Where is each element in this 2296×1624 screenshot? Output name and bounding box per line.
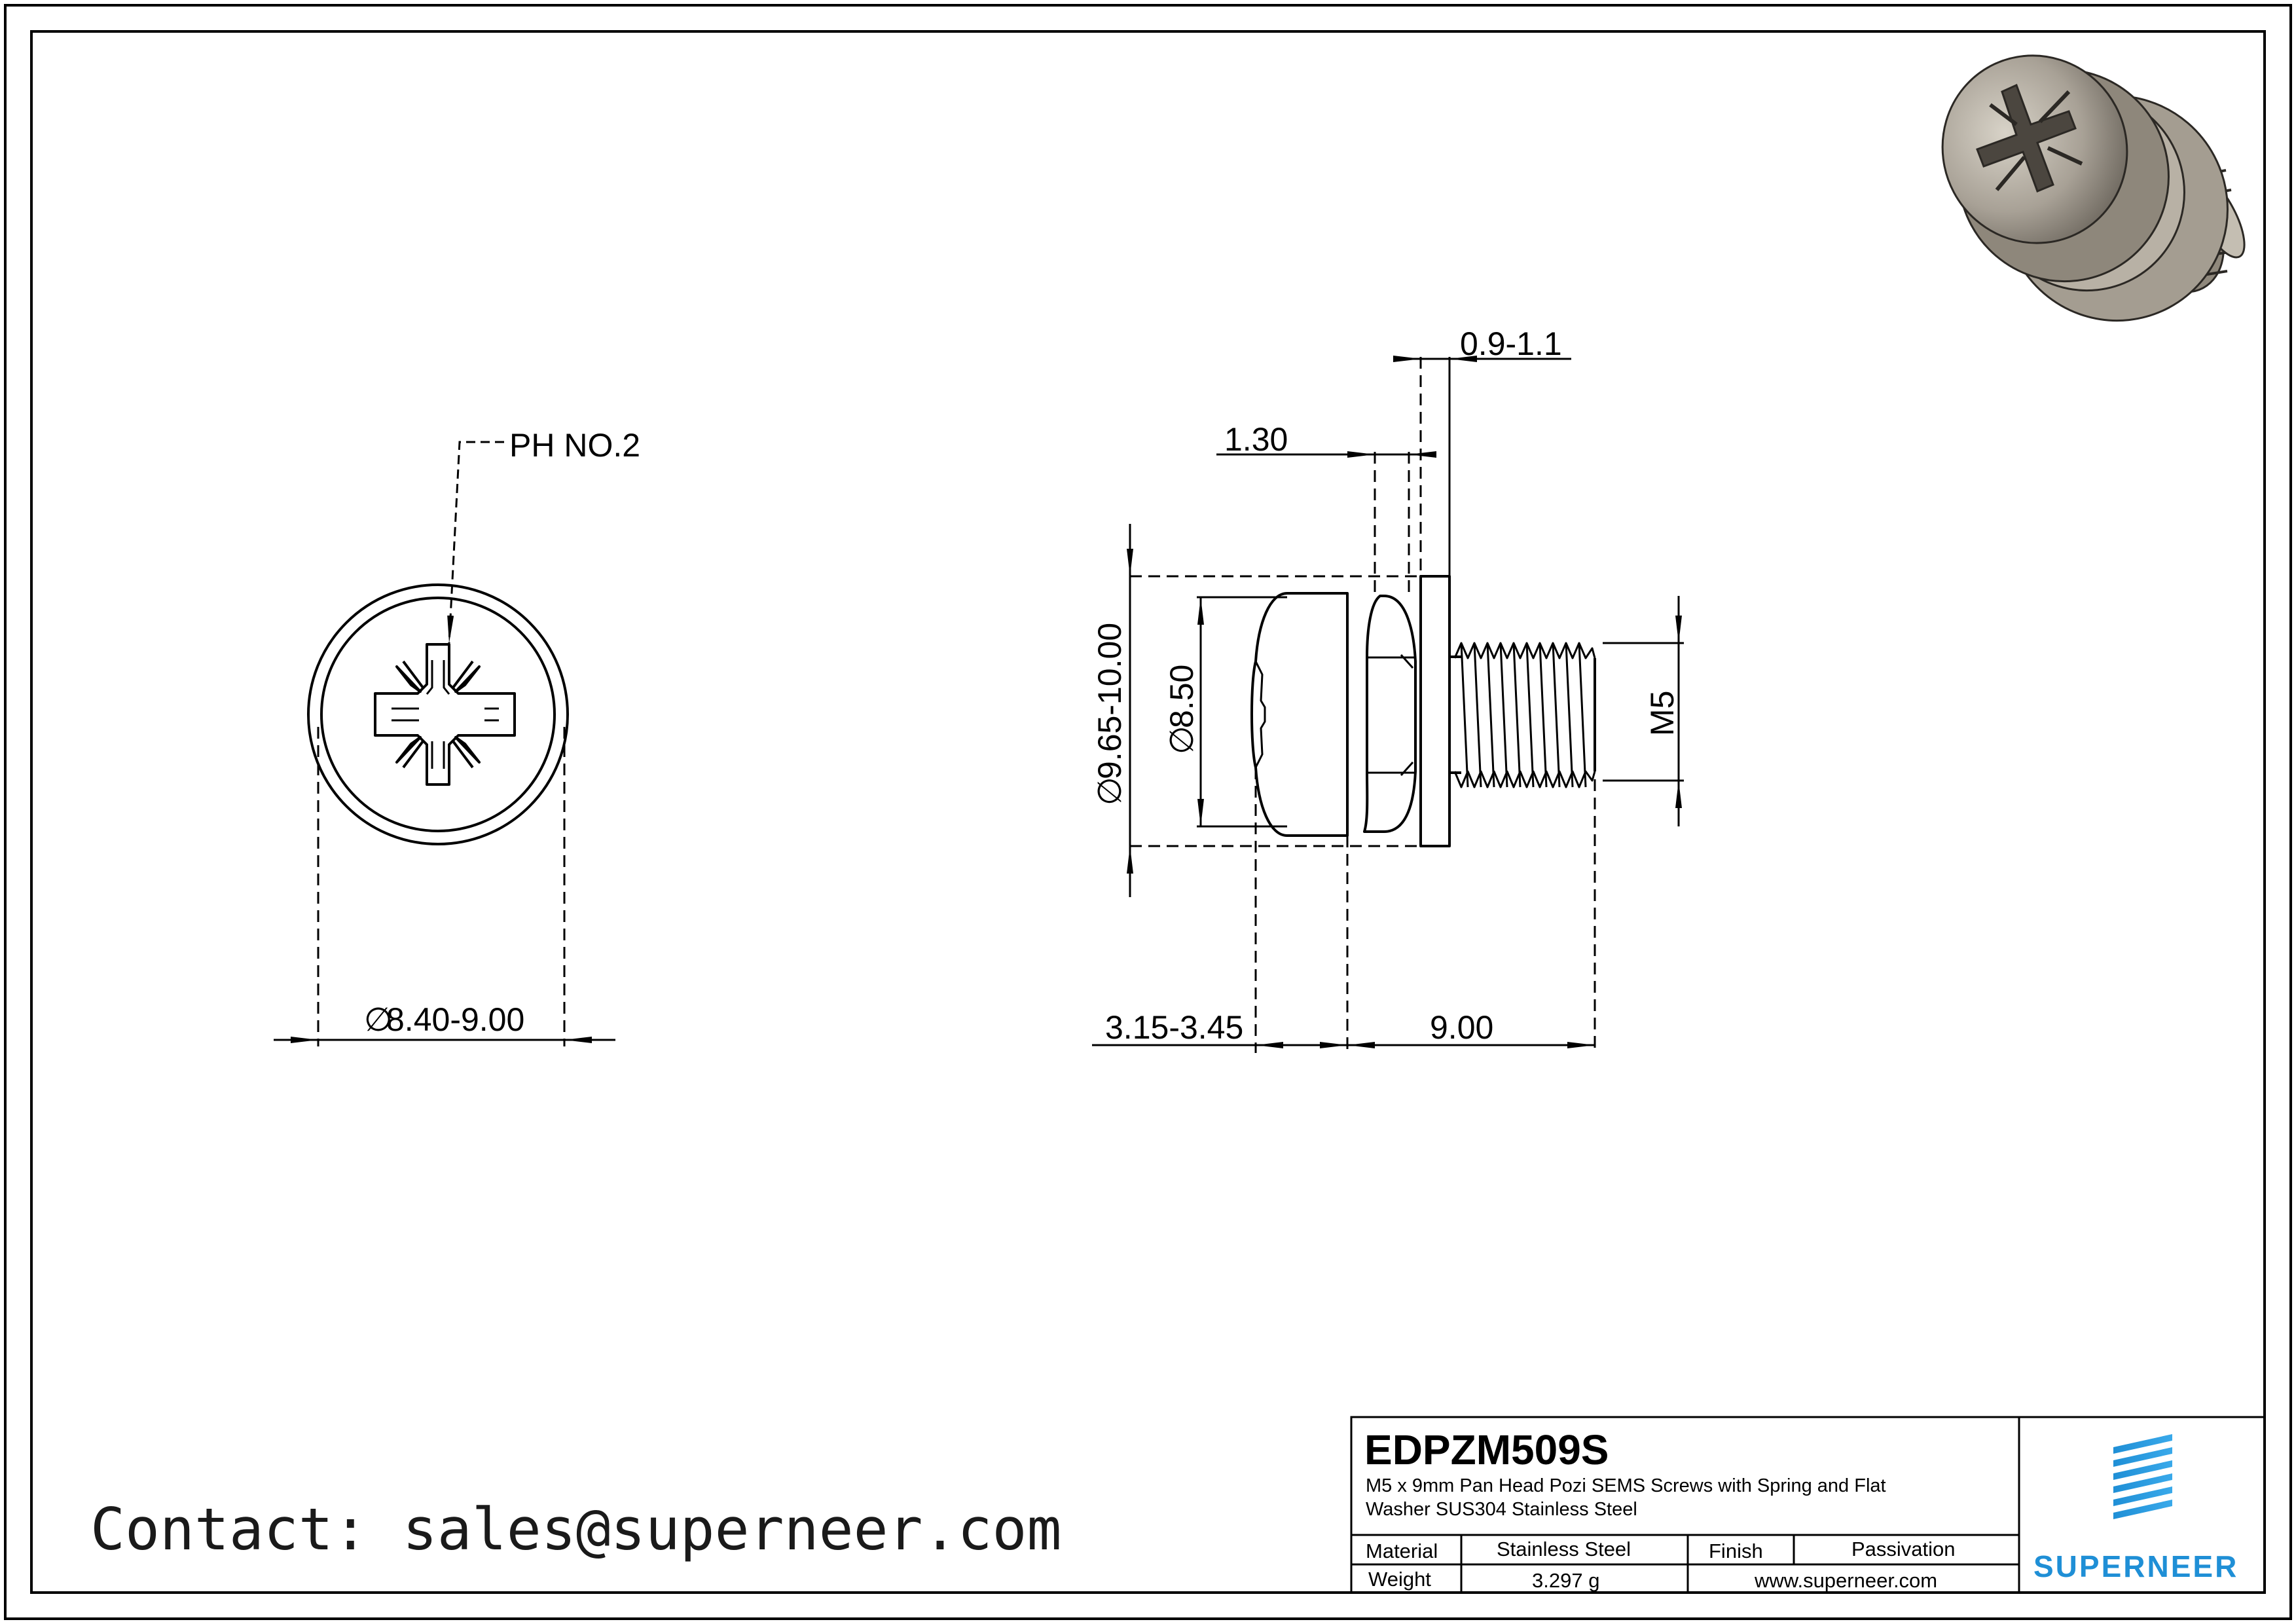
front-head-dia-dim (274, 727, 615, 1046)
sheet-border-inner (30, 30, 2266, 1594)
front-head-dia-label: 8.40-9.00 (386, 1001, 524, 1038)
head-slot-notch (1254, 661, 1266, 768)
spring-washer (1363, 595, 1417, 833)
pozi-tick-marks (395, 660, 481, 769)
washer-dia-label-group: ∅ 9.65-10.00 (1091, 623, 1128, 805)
thread-hatch (1460, 642, 1587, 788)
washer-dia-label: 9.65-10.00 (1091, 623, 1128, 779)
side-view (1250, 575, 1596, 847)
side-head-dia-symbol: ∅ (1163, 726, 1200, 754)
side-head-dia-label: 8.50 (1163, 665, 1200, 728)
pozi-inner-cross (392, 660, 499, 769)
washer-thickness-label: 0.9-1.1 (1460, 325, 1562, 362)
thread-label: M5 (1644, 691, 1681, 736)
description-line1: M5 x 9mm Pan Head Pozi SEMS Screws with … (1366, 1475, 1886, 1496)
sheet-border-outer (4, 4, 2292, 1620)
finish-value: Passivation (1851, 1538, 1956, 1560)
side-dimensions (1092, 356, 1684, 1053)
finish-label: Finish (1709, 1540, 1763, 1562)
brand-name: SUPERNEER (2033, 1549, 2238, 1583)
spring-thickness-label: 1.30 (1224, 421, 1288, 458)
front-dia-symbol: ∅ (364, 1001, 393, 1038)
drive-label: PH NO.2 (509, 427, 640, 464)
description-line2: Washer SUS304 Stainless Steel (1366, 1499, 1637, 1520)
material-label: Material (1366, 1540, 1438, 1562)
front-view (307, 583, 569, 845)
contact-email[interactable]: Contact: sales@superneer.com (90, 1496, 1061, 1563)
thread-profile-bottom (1453, 770, 1596, 788)
title-block (1350, 1416, 2266, 1594)
flat-washer (1419, 575, 1451, 847)
thread-label-group: M5 (1644, 691, 1681, 736)
screw-head (1250, 592, 1349, 837)
washer-dia-symbol: ∅ (1091, 777, 1128, 805)
part-number: EDPZM509S (1364, 1426, 1609, 1473)
material-value: Stainless Steel (1497, 1538, 1631, 1560)
weight-label: Weight (1368, 1568, 1431, 1591)
head-dia-label-group: ∅ 8.50 (1163, 665, 1200, 754)
head-height-label: 3.15-3.45 (1105, 1009, 1243, 1046)
spring-washer-split (1400, 654, 1414, 777)
length-label: 9.00 (1430, 1009, 1493, 1046)
drive-callout: PH NO.2 (447, 427, 640, 644)
website-link[interactable]: www.superneer.com (1754, 1569, 1937, 1592)
head-outer-circle (307, 583, 569, 845)
weight-value: 3.297 g (1532, 1569, 1599, 1592)
superneer-stripes-logo-icon (2113, 1434, 2172, 1519)
screw-3d-render-icon (1941, 54, 2246, 322)
head-inner-circle (320, 597, 556, 832)
